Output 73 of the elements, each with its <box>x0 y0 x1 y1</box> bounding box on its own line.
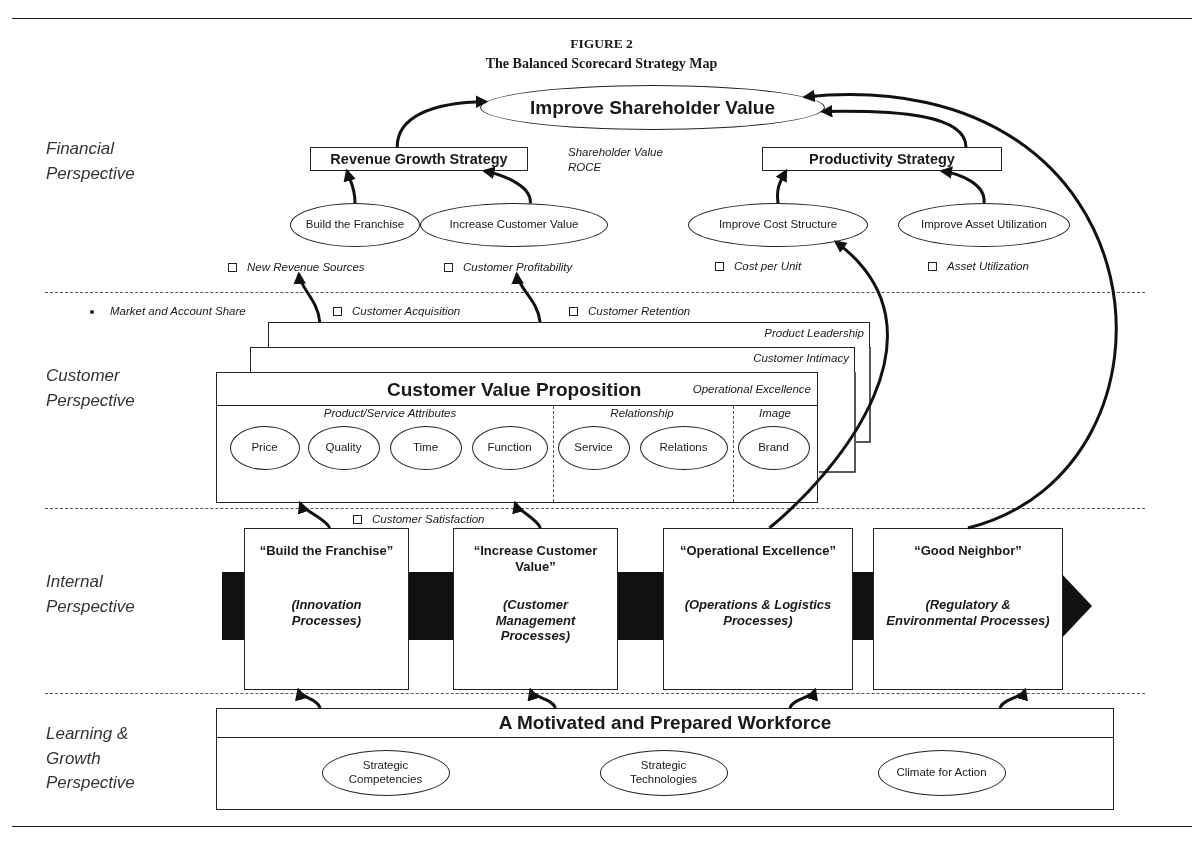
curved-arrow <box>481 167 532 204</box>
objective-ellipse: Increase Customer Value <box>420 203 608 247</box>
perspective-label: Customer Perspective <box>46 365 136 412</box>
objective-ellipse: Time <box>389 425 462 470</box>
measure-text: Customer Profitability <box>463 260 573 274</box>
curved-arrow <box>775 168 788 204</box>
measure-text: Market and Account Share <box>110 305 246 319</box>
panel-title: A Motivated and Prepared Workforce <box>498 712 832 734</box>
curved-arrow <box>513 500 542 529</box>
measure-text: Product/Service Attributes <box>323 407 457 421</box>
card-subtitle: Operational Excellence <box>692 383 811 395</box>
curved-arrow <box>819 105 968 148</box>
curved-arrow <box>939 166 986 203</box>
curved-arrow <box>296 687 322 709</box>
curved-arrow <box>768 240 889 530</box>
value-proposition-card <box>216 372 818 503</box>
process-box <box>873 528 1063 690</box>
value-proposition-card <box>268 322 870 347</box>
curved-arrow <box>343 168 357 204</box>
value-proposition-card <box>250 347 855 372</box>
objective-ellipse: Relations <box>639 425 728 470</box>
measure-text: Image <box>759 407 791 421</box>
curved-arrow <box>299 500 332 529</box>
card-title: Customer Value Proposition <box>387 379 642 401</box>
perspective-label: Financial Perspective <box>46 138 136 185</box>
objective-ellipse: Price <box>229 425 300 470</box>
card-heading: Customer Intimacy <box>753 352 849 364</box>
process-subtitle: (Customer Management Processes) <box>494 597 577 644</box>
figure-number: FIGURE 2 <box>570 36 633 53</box>
perspective-label: Learning & Growth Perspective <box>46 723 136 795</box>
curved-arrow <box>395 95 489 148</box>
curved-arrow <box>998 687 1027 709</box>
curved-arrow <box>802 90 1118 530</box>
measure-text: Cost per Unit <box>734 260 802 274</box>
curved-arrow <box>294 271 322 323</box>
objective-ellipse: Quality <box>307 425 380 470</box>
process-subtitle: (Regulatory & Environmental Processes) <box>886 597 1050 629</box>
measure-text: Shareholder Value <box>568 146 663 160</box>
measure-text: Customer Satisfaction <box>372 513 485 527</box>
objective-ellipse: Strategic Competencies <box>321 749 450 796</box>
objective-ellipse: Service <box>557 425 630 470</box>
objective-ellipse: Climate for Action <box>877 749 1006 796</box>
measure-text: Customer Acquisition <box>352 305 461 319</box>
measure-text: New Revenue Sources <box>247 260 365 274</box>
measure-text: Asset Utilization <box>947 260 1029 274</box>
process-title: “Operational Excellence” <box>679 543 837 560</box>
objective-ellipse: Strategic Technologies <box>599 749 728 796</box>
measure-text: ROCE <box>568 161 602 175</box>
objective-ellipse: Improve Asset Utilization <box>898 203 1070 247</box>
objective-ellipse: Build the Franchise <box>290 203 420 247</box>
objective-ellipse: Improve Cost Structure <box>688 203 868 247</box>
process-title: “Build the Franchise” <box>259 543 394 560</box>
process-title: “Increase Customer Value” <box>472 543 599 576</box>
process-box <box>453 528 618 690</box>
curved-arrow <box>529 687 557 709</box>
process-box <box>244 528 409 690</box>
curved-arrow <box>788 687 817 709</box>
process-title: “Good Neighbor” <box>914 543 1022 560</box>
objective-ellipse: Function <box>471 425 548 470</box>
strategy-box: Productivity Strategy <box>762 147 1002 171</box>
objective-ellipse: Improve Shareholder Value <box>480 85 825 130</box>
measure-text: Customer Retention <box>588 305 691 319</box>
perspective-label: Internal Perspective <box>46 571 136 618</box>
diagram-title: The Balanced Scorecard Strategy Map <box>484 56 719 72</box>
measure-text: Relationship <box>610 407 674 421</box>
curved-arrow <box>512 271 542 323</box>
workforce-panel <box>216 708 1114 810</box>
process-subtitle: (Operations & Logistics Processes) <box>683 597 833 629</box>
card-heading: Product Leadership <box>764 327 864 339</box>
strategy-box: Revenue Growth Strategy <box>310 147 528 171</box>
objective-ellipse: Brand <box>737 425 810 470</box>
process-subtitle: (Innovation Processes) <box>290 597 363 629</box>
process-box <box>663 528 853 690</box>
